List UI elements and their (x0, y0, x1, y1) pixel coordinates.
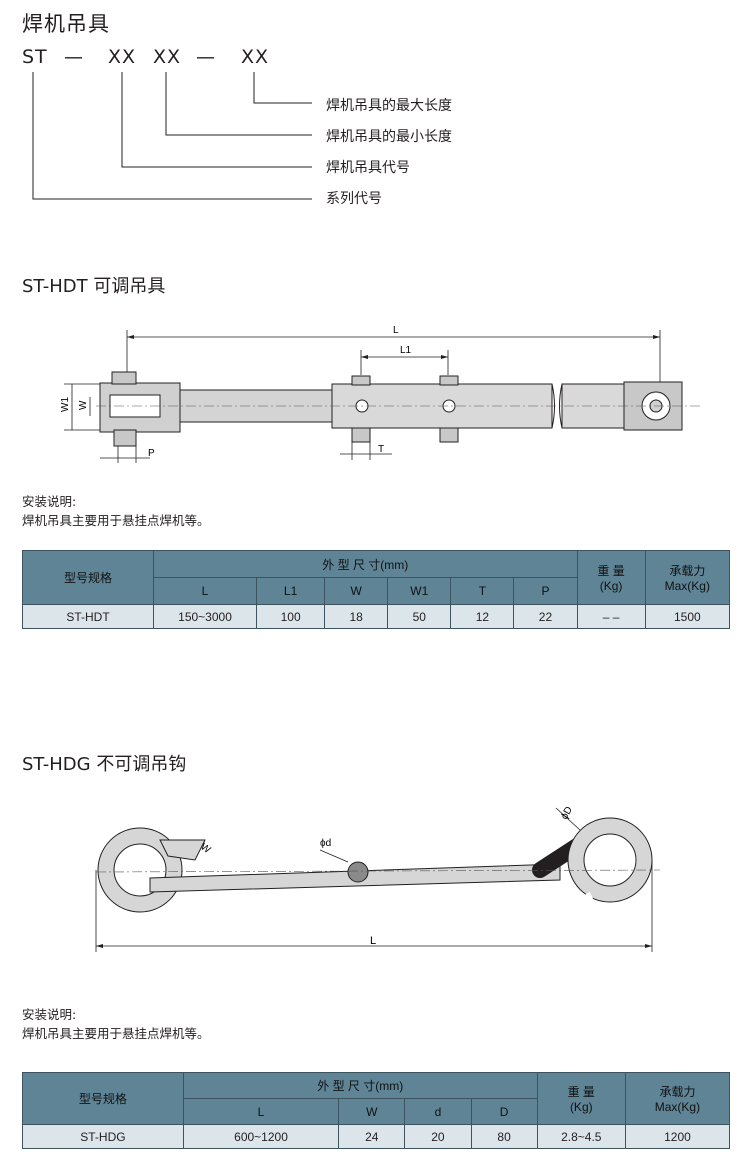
hdg-dim-L: L (370, 935, 376, 947)
hdg-col-dims: 外 型 尺 寸(mm) (182, 1072, 538, 1099)
hdg-dim-d: ϕd (320, 838, 331, 849)
hdg-col-d: d (404, 1098, 472, 1125)
hdg-note: 安装说明: 焊机吊具主要用于悬挂点焊机等。 (22, 1005, 210, 1043)
hdt-load: 1500 (644, 604, 731, 629)
hdg-diagram: W ϕd ϕD L (95, 805, 661, 952)
hdg-val-d: 20 (404, 1124, 472, 1149)
table-row: ST-HDG 600~1200 24 20 80 2.8~4.5 1200 (22, 1124, 731, 1149)
hdt-col-W1: W1 (387, 577, 452, 605)
label-product-code: 焊机吊具代号 (326, 160, 410, 176)
hdt-col-P: P (513, 577, 578, 605)
hdt-title: ST-HDT 可调吊具 (22, 276, 166, 297)
hdt-col-W: W (324, 577, 389, 605)
hdt-val-T: 12 (450, 604, 515, 629)
hdg-weight: 2.8~4.5 (536, 1124, 626, 1149)
hdt-val-L1: 100 (256, 604, 326, 629)
code-dash-1: — (64, 46, 84, 68)
hdt-dim-P: P (148, 448, 155, 459)
hdt-model: ST-HDT (22, 604, 154, 629)
hdt-col-model: 型号规格 (22, 550, 154, 605)
hdt-dim-L: L (393, 325, 399, 336)
hdt-val-W1: 50 (387, 604, 452, 629)
hdg-title: ST-HDG 不可调吊钩 (22, 754, 187, 775)
hdt-dim-W1: W1 (60, 397, 71, 412)
hdg-col-L: L (182, 1098, 340, 1125)
hdg-val-W: 24 (338, 1124, 406, 1149)
hdt-dim-L1: L1 (400, 345, 412, 356)
hdg-note-title: 安装说明: (22, 1007, 77, 1022)
code-product: XX (108, 46, 137, 68)
hdt-col-L1: L1 (256, 577, 326, 605)
hdt-note: 安装说明: 焊机吊具主要用于悬挂点焊机等。 (22, 492, 210, 530)
hdg-col-weight: 重 量(Kg) (536, 1072, 626, 1125)
hdt-val-P: 22 (513, 604, 578, 629)
hdt-note-title: 安装说明: (22, 494, 77, 509)
hdg-note-text: 焊机吊具主要用于悬挂点焊机等。 (22, 1026, 210, 1041)
code-series: ST (22, 46, 48, 68)
code-dash-2: — (196, 46, 216, 68)
hdt-col-dims: 外 型 尺 寸(mm) (152, 550, 578, 578)
hdt-val-L: 150~3000 (152, 604, 258, 629)
hdt-diagram: L L1 W1 W P T (60, 325, 700, 463)
hdt-dim-T: T (378, 444, 384, 455)
hdg-val-D: 80 (470, 1124, 538, 1149)
hdg-col-D: D (470, 1098, 538, 1125)
code-max-length: XX (241, 46, 270, 68)
hdt-val-W: 18 (324, 604, 389, 629)
code-leader-lines (32, 72, 312, 200)
hdt-col-L: L (152, 577, 258, 605)
hdt-dim-W: W (78, 400, 89, 410)
hdt-col-weight: 重 量(Kg) (576, 550, 646, 605)
hdt-col-T: T (450, 577, 515, 605)
hdg-col-model: 型号规格 (22, 1072, 184, 1125)
label-max-length: 焊机吊具的最大长度 (326, 98, 452, 114)
hdg-model: ST-HDG (22, 1124, 184, 1149)
hdg-dim-D: ϕD (559, 805, 575, 822)
hdg-load: 1200 (624, 1124, 731, 1149)
label-series-code: 系列代号 (326, 191, 382, 207)
code-min-length: XX (153, 46, 182, 68)
hdt-weight: – – (576, 604, 646, 629)
section-title: 焊机吊具 (22, 12, 110, 36)
hdt-note-text: 焊机吊具主要用于悬挂点焊机等。 (22, 513, 210, 528)
label-min-length: 焊机吊具的最小长度 (326, 129, 452, 145)
hdg-col-W: W (338, 1098, 406, 1125)
table-row: ST-HDT 150~3000 100 18 50 12 22 – – 1500 (22, 604, 731, 629)
hdg-val-L: 600~1200 (182, 1124, 340, 1149)
